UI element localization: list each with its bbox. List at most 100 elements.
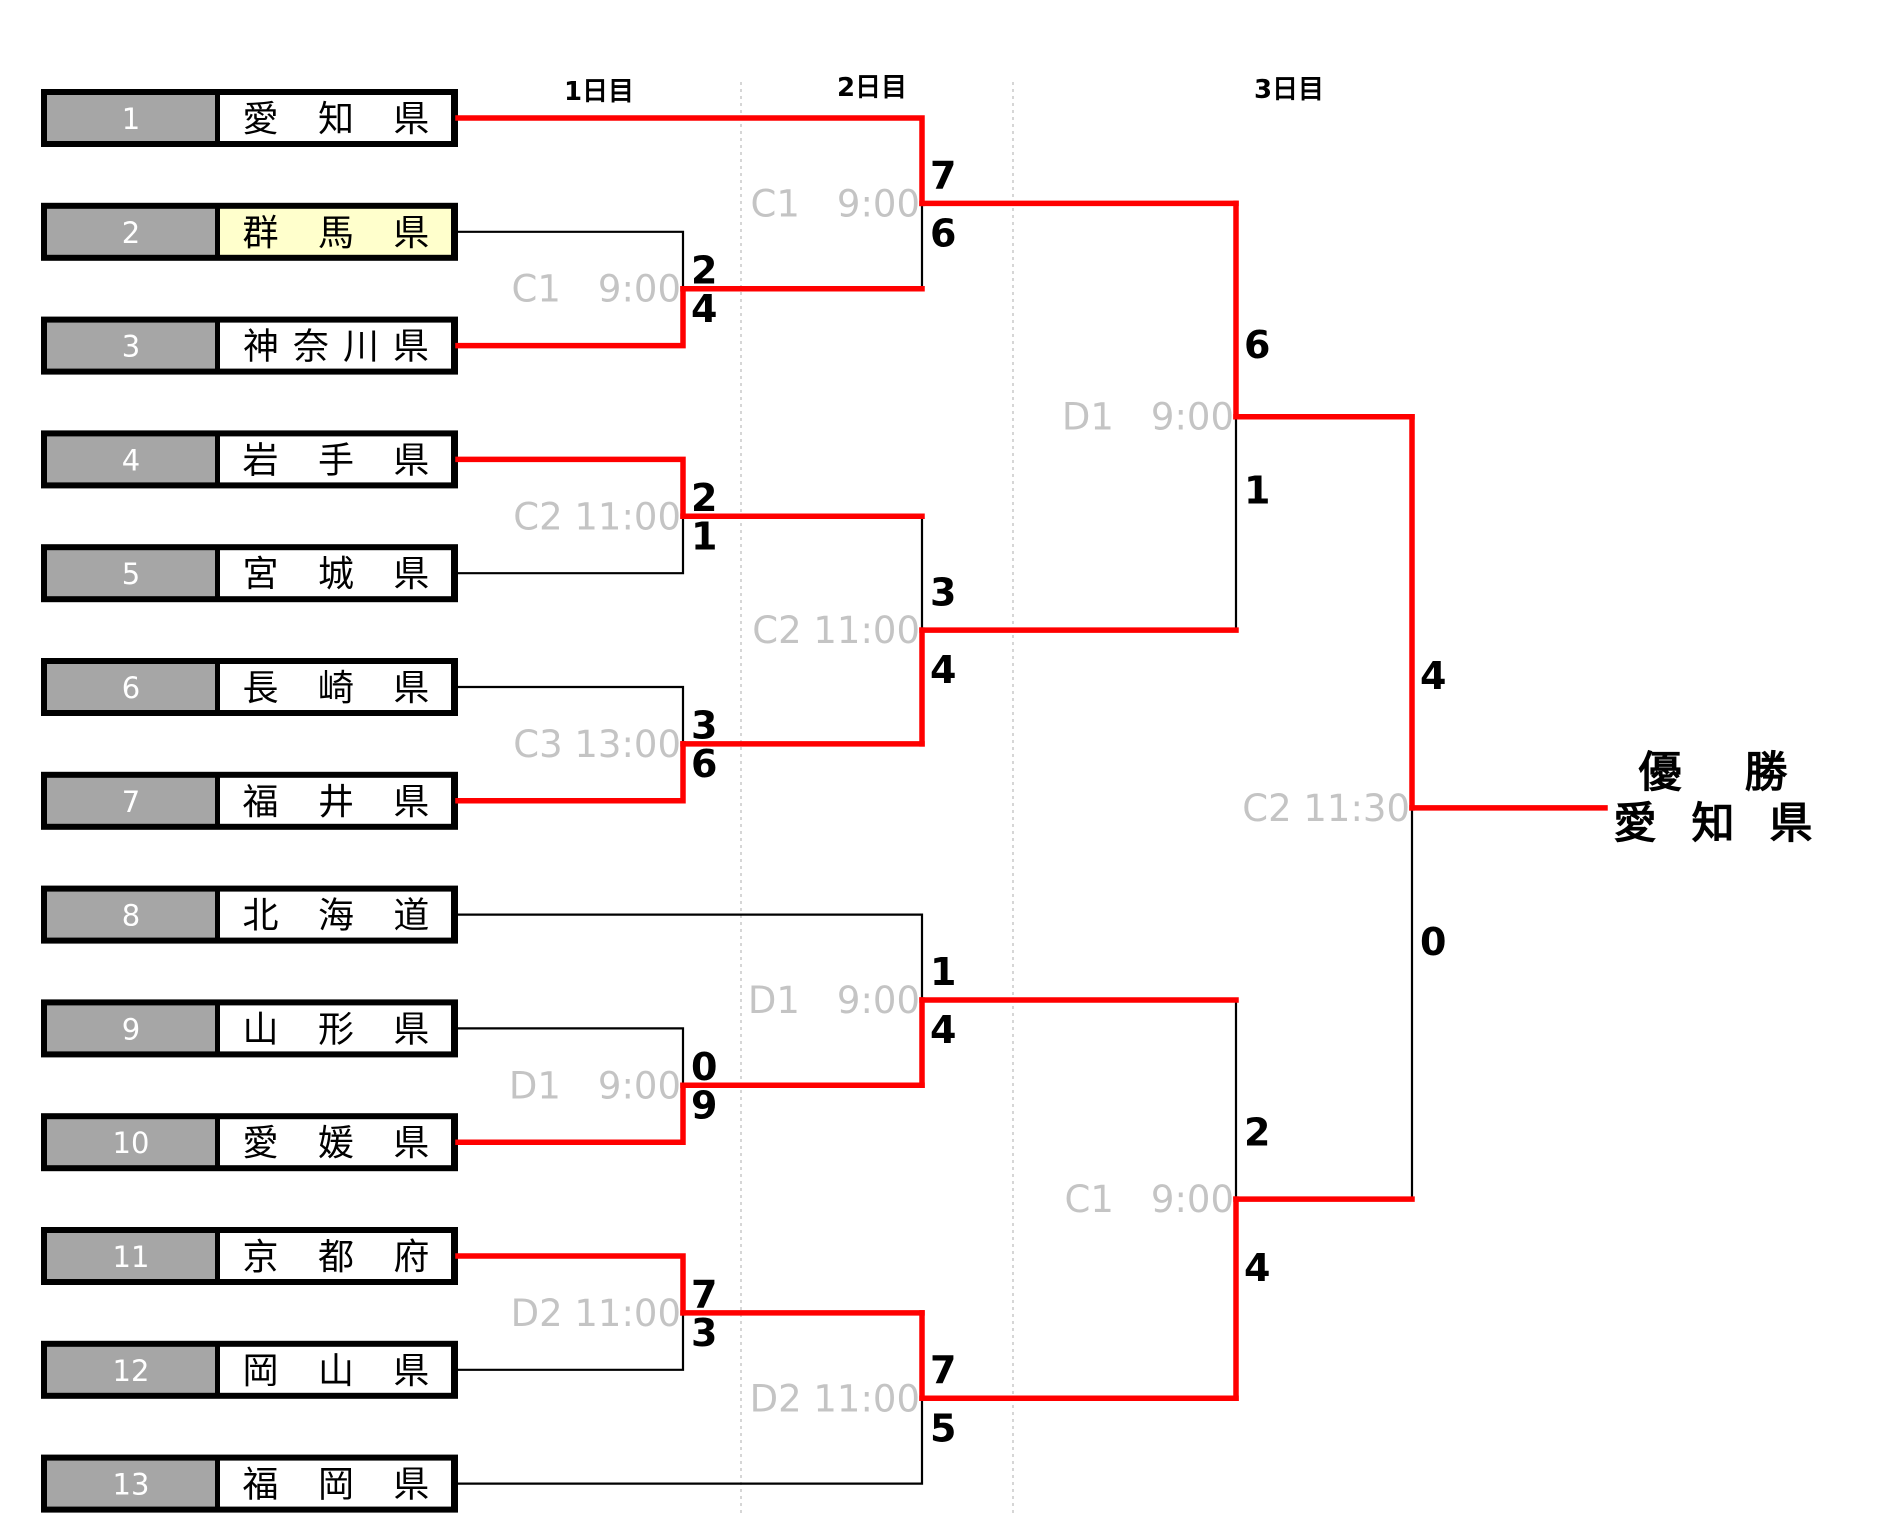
match-time-label: D1 9:00 xyxy=(509,1064,681,1107)
team-seed-cell xyxy=(47,891,215,938)
bracket-loser-line xyxy=(458,1312,685,1371)
team-seed-cell xyxy=(47,1346,215,1393)
team-seed-cell xyxy=(47,95,215,141)
team-name-cell xyxy=(220,322,451,369)
score-bottom: 1 xyxy=(691,515,717,559)
match-time-label: C1 9:00 xyxy=(512,268,681,311)
score-top: 1 xyxy=(930,950,956,994)
bracket-loser-line xyxy=(458,913,924,1000)
bracket-winner-line xyxy=(455,1082,686,1145)
team-name-cell xyxy=(220,208,451,255)
team-name: 宮 城 県 xyxy=(243,554,444,595)
team-seed-cell xyxy=(47,664,215,710)
team-row: 5 宮 城 県 xyxy=(41,544,458,603)
team-name-cell xyxy=(220,1233,451,1279)
team-seed-cell xyxy=(47,1460,215,1507)
team-name-cell xyxy=(220,777,451,824)
team-seed: 9 xyxy=(122,1012,140,1046)
team-seed-cell xyxy=(47,1005,215,1052)
team-name: 福 岡 県 xyxy=(243,1465,444,1506)
match-time-label: D1 9:00 xyxy=(1062,396,1234,439)
score-top: 4 xyxy=(1420,654,1446,698)
team-name: 神奈川県 xyxy=(243,327,443,368)
champion-title: 優 勝 xyxy=(1638,748,1798,798)
match-time-label: C2 11:30 xyxy=(1242,787,1410,830)
day-header-2: 2日目 xyxy=(837,73,907,103)
team-seed-cell xyxy=(47,1233,215,1279)
team-name-cell xyxy=(220,436,451,483)
bracket-loser-line xyxy=(458,230,685,289)
team-seed-cell xyxy=(47,550,215,597)
bracket-loser-line xyxy=(458,1027,685,1086)
team-row: 9 山 形 県 xyxy=(41,999,458,1058)
score-bottom: 6 xyxy=(691,742,717,786)
match-time-label: D2 11:00 xyxy=(750,1377,920,1420)
score-top: 0 xyxy=(691,1045,717,1089)
team-name-cell xyxy=(220,1119,451,1166)
score-top: 3 xyxy=(691,704,717,748)
score-bottom: 4 xyxy=(691,287,717,331)
team-seed-cell xyxy=(47,322,215,369)
team-name-cell xyxy=(220,1005,451,1052)
team-seed: 3 xyxy=(122,330,140,364)
bracket-loser-line xyxy=(458,1398,924,1485)
team-name: 京 都 府 xyxy=(243,1237,444,1278)
team-row: 7 福 井 県 xyxy=(41,771,458,830)
team-row: 8 北 海 道 xyxy=(41,885,458,944)
team-name: 長 崎 県 xyxy=(243,668,444,709)
score-top: 2 xyxy=(1244,1110,1270,1154)
match-time-label: C1 9:00 xyxy=(751,182,920,225)
score-bottom: 6 xyxy=(930,211,956,255)
team-name-cell xyxy=(220,1460,451,1507)
score-top: 7 xyxy=(930,153,956,197)
match-time-label: D1 9:00 xyxy=(748,979,920,1022)
score-bottom: 4 xyxy=(930,648,956,692)
team-seed-cell xyxy=(47,208,215,255)
score-top: 6 xyxy=(1244,323,1270,367)
score-bottom: 3 xyxy=(691,1311,717,1355)
bracket-winner-line xyxy=(455,285,686,349)
score-bottom: 1 xyxy=(1244,468,1270,512)
bracket-winner-line xyxy=(455,741,686,804)
team-seed: 13 xyxy=(113,1468,150,1502)
team-name: 北 海 道 xyxy=(243,896,444,937)
team-name: 山 形 県 xyxy=(243,1009,444,1050)
score-bottom: 4 xyxy=(1244,1246,1270,1290)
day-header-1: 1日目 xyxy=(564,77,634,107)
team-row: 12 岡 山 県 xyxy=(41,1340,458,1399)
team-seed: 8 xyxy=(122,899,140,933)
score-bottom: 5 xyxy=(930,1406,956,1450)
bracket-loser-line xyxy=(458,685,685,744)
team-name: 愛 媛 県 xyxy=(243,1123,444,1164)
team-seed-cell xyxy=(47,436,215,483)
team-row: 3 神奈川県 xyxy=(41,316,458,375)
team-row: 13 福 岡 県 xyxy=(41,1454,458,1513)
team-name: 福 井 県 xyxy=(243,782,444,823)
day-header-3: 3日目 xyxy=(1254,75,1324,105)
team-row: 2 群 馬 県 xyxy=(41,202,458,261)
team-seed: 2 xyxy=(122,216,140,250)
team-seed: 1 xyxy=(122,102,140,136)
team-seed-cell xyxy=(47,1119,215,1166)
team-name-cell xyxy=(220,891,451,938)
match-time-label: C1 9:00 xyxy=(1065,1178,1234,1221)
bracket-winner-line xyxy=(455,1253,686,1316)
team-seed: 5 xyxy=(122,557,140,591)
match-time-label: C2 11:00 xyxy=(513,495,681,538)
team-seed: 7 xyxy=(122,785,140,819)
team-name: 群 馬 県 xyxy=(243,213,444,254)
team-name: 岡 山 県 xyxy=(243,1351,444,1392)
team-name-cell xyxy=(220,1346,451,1393)
team-seed: 4 xyxy=(122,443,140,477)
team-seed: 12 xyxy=(113,1354,150,1388)
team-name-cell xyxy=(220,550,451,597)
team-name: 岩 手 県 xyxy=(243,440,444,481)
score-top: 3 xyxy=(930,570,956,614)
score-top: 7 xyxy=(691,1273,717,1317)
team-name-cell xyxy=(220,664,451,710)
